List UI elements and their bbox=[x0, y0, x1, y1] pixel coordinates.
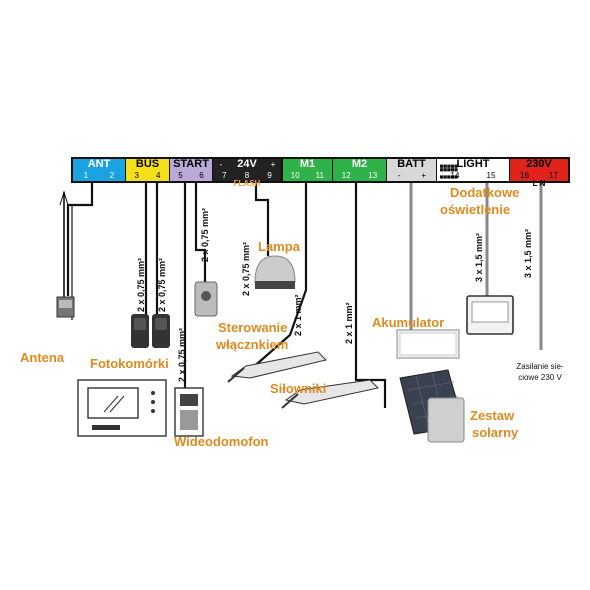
terminal-number: 13 bbox=[368, 171, 378, 180]
wire-m2 bbox=[354, 183, 387, 408]
cable-light: 3 x 1,5 mm² bbox=[474, 232, 484, 282]
terminal-number: 10 bbox=[290, 171, 300, 180]
terminal-plus: + bbox=[270, 160, 276, 169]
video-intercom-outdoor bbox=[174, 387, 204, 437]
note-zasilanie-1: Zasilanie sie- bbox=[516, 362, 564, 371]
terminal-sub-230v: L N bbox=[532, 179, 546, 188]
wires bbox=[66, 183, 543, 408]
terminal-number: 16 bbox=[520, 171, 529, 180]
terminal-number: 6 bbox=[199, 171, 204, 180]
terminal-number: 3 bbox=[134, 171, 139, 180]
photocells-device bbox=[131, 314, 170, 348]
antenna-device bbox=[56, 190, 75, 318]
wall-switch-device bbox=[194, 281, 218, 317]
terminal-number: 8 bbox=[244, 171, 250, 180]
cable-power: 3 x 1,5 mm² bbox=[523, 228, 533, 278]
terminal-strip bbox=[73, 159, 568, 181]
cable-start-low: 2 x 0,75 mm² bbox=[177, 327, 187, 382]
qr-pattern-icon bbox=[440, 164, 458, 179]
label-dodatkowe-1: Dodatkowe bbox=[450, 185, 520, 200]
cable-m1: 2 x 1 mm² bbox=[293, 294, 303, 336]
label-sterowanie-1: Sterowanie bbox=[218, 320, 288, 335]
terminal-block-230v bbox=[510, 159, 568, 181]
terminal-number: 15 bbox=[486, 171, 496, 180]
label-fotokomorki: Fotokomórki bbox=[90, 356, 169, 371]
wire-start-2 bbox=[194, 183, 207, 282]
terminal-block-bus bbox=[126, 159, 169, 181]
label-wideodomofon: Wideodomofon bbox=[174, 434, 269, 449]
terminal-number: 9 bbox=[267, 171, 272, 180]
terminal-name-ant: ANT bbox=[87, 158, 111, 170]
note-zasilanie-2: ciowe 230 V bbox=[518, 373, 562, 382]
terminal-number: 2 bbox=[109, 171, 115, 180]
terminal-name-start: START bbox=[173, 158, 209, 170]
label-antena: Antena bbox=[20, 350, 65, 365]
cable-flash: 2 x 0,75 mm² bbox=[241, 241, 251, 296]
cable-bus-b: 2 x 0,75 mm² bbox=[157, 257, 167, 312]
terminal-block-start bbox=[170, 159, 212, 181]
label-sterowanie-2: włącznkiem bbox=[216, 337, 289, 352]
terminal-block-m2 bbox=[333, 159, 386, 181]
flash-lamp-device bbox=[254, 255, 296, 289]
label-silowniki: Siłowniki bbox=[270, 381, 327, 396]
label-dodatkowe-2: oświetlenie bbox=[440, 202, 511, 217]
cable-start-top: 2 x 0,75 mm² bbox=[200, 207, 210, 262]
terminal-block-ant bbox=[73, 159, 125, 181]
battery-device bbox=[396, 329, 460, 359]
terminal-number: + bbox=[421, 171, 427, 180]
label-zestaw-2: solarny bbox=[472, 425, 519, 440]
terminal-name-230v: 230V bbox=[526, 158, 552, 170]
terminal-number: 11 bbox=[315, 171, 324, 180]
label-akumulator: Akumulator bbox=[372, 315, 445, 330]
terminal-sub-24v: FLASH bbox=[233, 179, 261, 188]
terminal-minus: - bbox=[219, 160, 223, 169]
label-lampa: Lampa bbox=[258, 239, 300, 254]
solar-kit-device bbox=[399, 369, 465, 443]
wire-antenna bbox=[66, 183, 94, 296]
terminal-number: 5 bbox=[178, 171, 183, 180]
terminal-number: 4 bbox=[156, 171, 161, 180]
actuator-1 bbox=[227, 351, 327, 383]
actuator-2 bbox=[281, 379, 380, 409]
terminal-block-m1 bbox=[283, 159, 332, 181]
terminal-block-batt bbox=[387, 159, 436, 181]
terminal-name-bus: BUS bbox=[135, 158, 160, 170]
extra-light-device bbox=[466, 295, 514, 335]
terminal-name-batt: BATT bbox=[397, 158, 426, 170]
terminal-block-24v bbox=[213, 159, 281, 181]
terminal-name-m1: M1 bbox=[299, 158, 316, 170]
terminal-number: 17 bbox=[549, 171, 558, 180]
cable-bus-a: 2 x 0,75 mm² bbox=[136, 257, 146, 312]
terminal-name-light: LIGHT bbox=[456, 158, 490, 170]
terminal-number: 12 bbox=[341, 171, 351, 180]
terminal-number: - bbox=[397, 171, 401, 180]
wire-flash bbox=[254, 183, 270, 256]
terminal-number: 1 bbox=[83, 171, 89, 180]
cable-m2: 2 x 1 mm² bbox=[344, 302, 354, 344]
terminal-name-24v: 24V bbox=[237, 158, 257, 170]
terminal-number: 7 bbox=[222, 171, 227, 180]
wire-m1 bbox=[249, 183, 308, 371]
terminal-number: 14 bbox=[450, 171, 460, 180]
video-intercom-monitor bbox=[77, 379, 167, 437]
label-zestaw-1: Zestaw bbox=[470, 408, 515, 423]
terminal-name-m2: M2 bbox=[351, 158, 368, 170]
